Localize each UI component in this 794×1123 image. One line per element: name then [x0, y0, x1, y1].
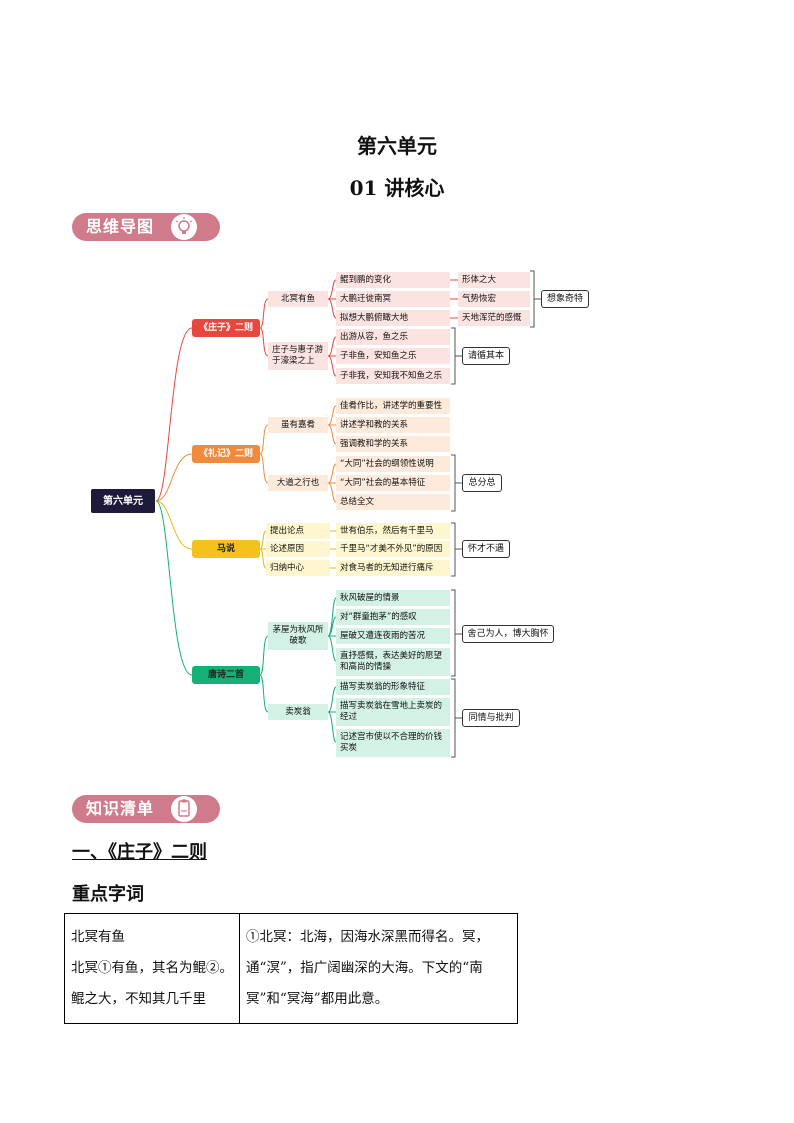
- branch-zhuangzi: 《庄子》二则: [192, 319, 260, 337]
- source-line: 鲲之大，不知其几千里: [71, 991, 206, 1007]
- leaf-extra: 形体之大: [458, 272, 530, 288]
- leaf: 佳肴作比，讲述学的重要性: [336, 398, 450, 414]
- leaf: 子非鱼，安知鱼之乐: [336, 348, 450, 364]
- leaf: 对食马者的无知进行痛斥: [336, 560, 450, 576]
- leaf: 鲲到鹏的变化: [336, 272, 450, 288]
- sub-dadao: 大道之行也: [268, 475, 328, 491]
- leaf: 出游从容，鱼之乐: [336, 329, 450, 345]
- summary-box: 同情与批判: [462, 709, 520, 727]
- leaf: 强调教和学的关系: [336, 436, 450, 452]
- leaf: 屋破又遭连夜雨的苦况: [336, 628, 450, 644]
- leaf: 拟想大鹏俯瞰大地: [336, 310, 450, 326]
- leaf: “大同”社会的基本特征: [336, 475, 450, 491]
- summary-box: 请循其本: [462, 347, 510, 365]
- leaf: 直抒感慨，表达美好的愿望和高尚的情操: [336, 648, 450, 676]
- table-cell-notes: ①北冥：北海，因海水深黑而得名。冥，通“溟”，指广阔幽深的大海。下文的“南冥”和…: [239, 913, 518, 1024]
- sub-lundian: 提出论点: [266, 523, 330, 539]
- leaf: 对“群童抱茅”的感叹: [336, 609, 450, 625]
- note-text: ①北冥：北海，因海水深黑而得名。冥，通“溟”，指广阔幽深的大海。下文的“南冥”和…: [246, 929, 489, 1007]
- summary-box: 怀才不遇: [462, 540, 510, 558]
- section-knowledge-banner: 知识清单: [72, 795, 220, 823]
- leaf: 总结全文: [336, 494, 450, 510]
- clipboard-icon: [171, 796, 197, 822]
- leaf: 描写卖炭翁在雪地上卖炭的经过: [336, 698, 450, 726]
- branch-liji: 《礼记》二则: [192, 445, 260, 463]
- leaf-extra: 天地浑茫的感慨: [458, 310, 530, 326]
- sub-zhongxin: 归纳中心: [266, 560, 330, 576]
- leaf: 记述宫市使以不合理的价钱买炭: [336, 729, 450, 757]
- summary-box: 想象奇特: [541, 290, 589, 308]
- section-heading: 一、《庄子》二则: [72, 842, 207, 863]
- leaf: 子非我，安知我不知鱼之乐: [336, 368, 450, 384]
- summary-box: 总分总: [462, 474, 502, 492]
- sub-yuanyin: 论述原因: [266, 541, 330, 557]
- leaf: 世有伯乐，然后有千里马: [336, 523, 450, 539]
- lightbulb-icon: [171, 214, 197, 240]
- leaf: 大鹏迁徙南冥: [336, 291, 450, 307]
- page-subtitle: 01 讲核心: [349, 176, 445, 200]
- sub-haoliang: 庄子与惠子游于濠梁之上: [268, 342, 328, 370]
- mindmap-root: 第六单元: [91, 489, 155, 513]
- branch-mashuo: 马说: [192, 540, 260, 558]
- leaf: “大同”社会的纲领性说明: [336, 456, 450, 472]
- source-line: 北冥有鱼: [71, 929, 125, 945]
- table-row: 北冥有鱼 北冥①有鱼，其名为鲲②。 鲲之大，不知其几千里 ①北冥：北海，因海水深…: [64, 913, 518, 1024]
- sub-suiyoujiayao: 虽有嘉肴: [268, 417, 328, 433]
- sub-maitanweng: 卖炭翁: [268, 704, 328, 720]
- leaf: 讲述学和教的关系: [336, 417, 450, 433]
- branch-tangshi: 唐诗二首: [192, 666, 260, 684]
- source-line: 北冥①有鱼，其名为鲲②。: [71, 960, 233, 976]
- table-cell-source: 北冥有鱼 北冥①有鱼，其名为鲲②。 鲲之大，不知其几千里: [64, 913, 240, 1024]
- leaf: 秋风破屋的情景: [336, 590, 450, 606]
- keyword-table: 北冥有鱼 北冥①有鱼，其名为鲲②。 鲲之大，不知其几千里 ①北冥：北海，因海水深…: [64, 913, 518, 1024]
- leaf: 千里马“才美不外见”的原因: [336, 541, 450, 557]
- page-title: 第六单元: [357, 134, 437, 158]
- summary-box: 舍己为人，博大胸怀: [462, 625, 554, 643]
- sub-maowu: 茅屋为秋风所破歌: [268, 622, 328, 650]
- sub-beiming: 北冥有鱼: [268, 291, 328, 307]
- leaf-extra: 气势恢宏: [458, 291, 530, 307]
- subsection-heading: 重点字词: [72, 884, 144, 905]
- leaf: 描写卖炭翁的形象特征: [336, 679, 450, 695]
- section-mindmap-label: 思维导图: [86, 217, 155, 236]
- section-mindmap-banner: 思维导图: [72, 213, 220, 241]
- section-knowledge-label: 知识清单: [86, 799, 155, 818]
